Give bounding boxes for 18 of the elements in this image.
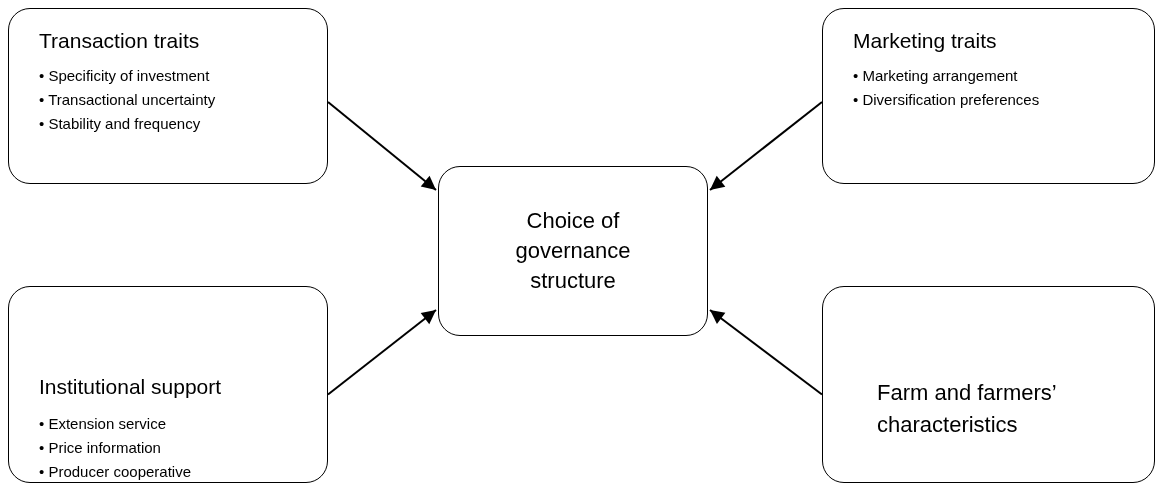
box-heading: Marketing traits [853, 29, 997, 53]
bullet-item: • Diversification preferences [853, 91, 1040, 108]
bullet-item: • Stability and frequency [39, 115, 201, 132]
factor-box [8, 286, 328, 483]
box-title: Choice of governance structure [514, 207, 632, 295]
bullet-item: • Transactional uncertainty [39, 91, 216, 108]
box-heading: Transaction traits [39, 29, 200, 53]
bullet-item: • Price information [39, 439, 161, 456]
factor-box [8, 8, 328, 184]
bullet-item: • Specificity of investment [39, 67, 210, 84]
box-heading: Institutional support [39, 375, 222, 399]
decision-box [438, 166, 708, 336]
box-heading: Farm and farmers’ characteristics [877, 379, 1057, 439]
factor-box [822, 286, 1155, 483]
bullet-item: • Producer cooperative [39, 463, 191, 480]
bullet-item: • Marketing arrangement [853, 67, 1018, 84]
bullet-item: • Extension service [39, 415, 166, 432]
factor-box [822, 8, 1155, 184]
